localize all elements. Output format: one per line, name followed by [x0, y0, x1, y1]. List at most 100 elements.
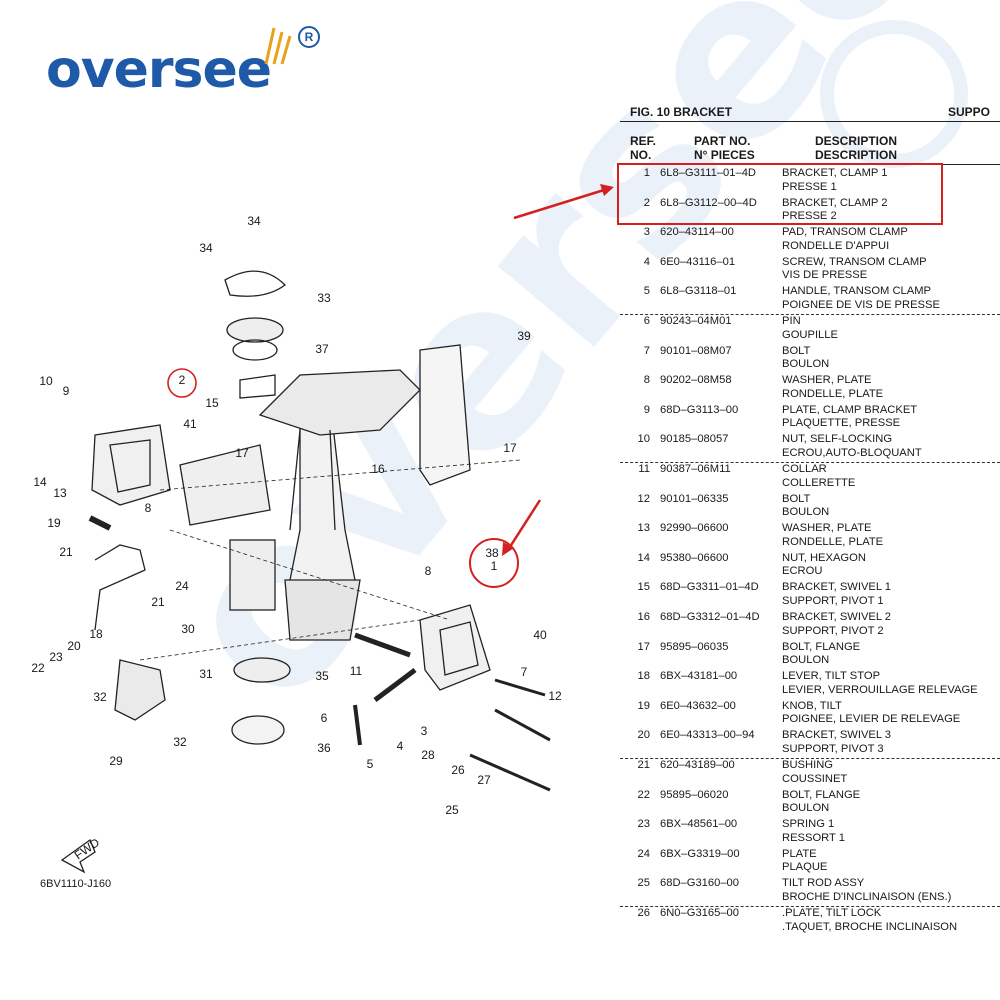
cell-pn: 6E0–43632–00: [660, 699, 736, 712]
tilt-rod-25-drawing: [469, 753, 551, 792]
callout-24: 24: [175, 579, 189, 593]
callout-12: 12: [548, 689, 562, 703]
fwd-label: FWD: [72, 835, 103, 862]
cell-pn: 90101–06335: [660, 492, 729, 505]
cell-ref: 9: [643, 403, 650, 416]
callout-17: 17: [503, 441, 517, 455]
registered-trademark-icon: R: [298, 26, 320, 48]
callout-14: 14: [33, 475, 47, 489]
callout-9: 9: [63, 384, 70, 398]
cell-ref: 5: [643, 285, 650, 298]
cell-ref: 1: [643, 167, 650, 179]
bushing-35-drawing: [233, 657, 291, 683]
cell-en: WASHER, PLATE: [782, 522, 872, 535]
cell-fr: PLAQUETTE, PRESSE: [782, 417, 901, 430]
cell-pn: 92990–06600: [660, 522, 729, 535]
collar-37-drawing: [239, 374, 276, 399]
cell-fr: PLAQUE: [782, 861, 828, 874]
cell-pn: 620–43189–00: [660, 759, 735, 771]
cell-pn: 6BX–48561–00: [660, 818, 738, 831]
cell-en: BOLT, FLANGE: [782, 788, 861, 801]
lever-18-drawing: [94, 544, 146, 631]
cell-pn: 95895–06035: [660, 640, 729, 653]
handle-5-drawing: [353, 704, 362, 746]
cell-en: BOLT: [782, 344, 811, 357]
swivel-bracket-1-drawing: [179, 444, 271, 526]
callout-11: 11: [350, 664, 363, 678]
highlight-box-rows-1-2: [617, 163, 943, 225]
callout-32: 32: [173, 735, 187, 749]
cell-fr: VIS DE PRESSE: [782, 269, 868, 282]
callout-5: 5: [367, 757, 374, 771]
callout-21: 21: [151, 595, 165, 609]
callout-34: 34: [247, 214, 261, 228]
callout-8: 8: [425, 564, 432, 578]
cell-fr: POIGNEE, LEVIER DE RELEVAGE: [782, 713, 961, 726]
cell-en: PIN: [782, 315, 801, 327]
cell-ref: 14: [637, 551, 650, 564]
cell-en: BOLT: [782, 492, 811, 505]
cell-en: BRACKET, CLAMP 1: [782, 167, 888, 179]
cell-fr: .TAQUET, BROCHE INCLINAISON: [782, 920, 958, 933]
callout-16: 16: [371, 462, 385, 476]
callout-27: 27: [477, 773, 491, 787]
cell-ref: 4: [643, 255, 650, 268]
cell-pn: 90185–08057: [660, 433, 729, 446]
clamp-bracket-1-drawing: [419, 604, 491, 691]
cell-ref: 26: [637, 907, 650, 919]
cell-pn: 6L8–G3118–01: [660, 285, 737, 298]
handle-29-drawing: [114, 659, 166, 721]
cell-ref: 13: [637, 522, 650, 535]
cell-pn: 6N0–G3165–00: [660, 907, 740, 919]
highlight-circle-part-2: [167, 368, 197, 398]
group-divider: [620, 461, 1000, 463]
callout-23: 23: [49, 650, 63, 664]
cell-en: LEVER, TILT STOP: [782, 670, 881, 683]
cell-fr: SUPPORT, PIVOT 2: [782, 624, 884, 637]
cell-fr: BROCHE D'INCLINAISON (ENS.): [782, 890, 952, 903]
spring-34-drawing: [224, 270, 286, 297]
callout-15: 15: [205, 396, 219, 410]
table-top-rule: [620, 121, 1000, 122]
callout-19: 19: [47, 516, 61, 530]
bolt-12-drawing: [494, 708, 551, 742]
knob-19-drawing: [88, 515, 112, 531]
callout-4: 4: [397, 739, 404, 753]
callout-2: 2: [179, 373, 186, 387]
cell-ref: 15: [637, 581, 650, 594]
cell-en: BUSHING: [782, 759, 833, 771]
cell-fr: ECROU: [782, 565, 823, 578]
cell-pn: 90387–06M11: [660, 463, 731, 475]
cell-en: BRACKET, SWIVEL 2: [782, 611, 892, 623]
callout-37: 37: [315, 342, 329, 356]
cell-pn: 68D–G3160–00: [660, 877, 740, 890]
cell-pn: 6E0–43116–01: [660, 255, 736, 268]
collar-11-drawing: [354, 632, 411, 658]
cell-ref: 6: [643, 315, 650, 327]
cell-ref: 8: [643, 374, 650, 387]
callout-3: 3: [421, 724, 428, 738]
bolt-7-drawing: [494, 678, 546, 697]
fwd-arrow-icon: [60, 838, 96, 874]
header-ref: REF.NO.: [630, 134, 657, 162]
cell-pn: 90202–08M58: [660, 374, 732, 387]
callout-41: 41: [183, 417, 197, 431]
highlight-circle-part-1: [469, 538, 519, 588]
cell-ref: 12: [637, 492, 650, 505]
cell-fr: GOUPILLE: [782, 328, 838, 341]
cell-en: KNOB, TILT: [782, 699, 842, 712]
cell-pn: 90243–04M01: [660, 315, 732, 327]
cell-ref: 22: [637, 788, 650, 801]
callout-7: 7: [521, 665, 528, 679]
cell-ref: 20: [637, 729, 650, 742]
cell-fr: PRESSE 2: [782, 210, 837, 223]
